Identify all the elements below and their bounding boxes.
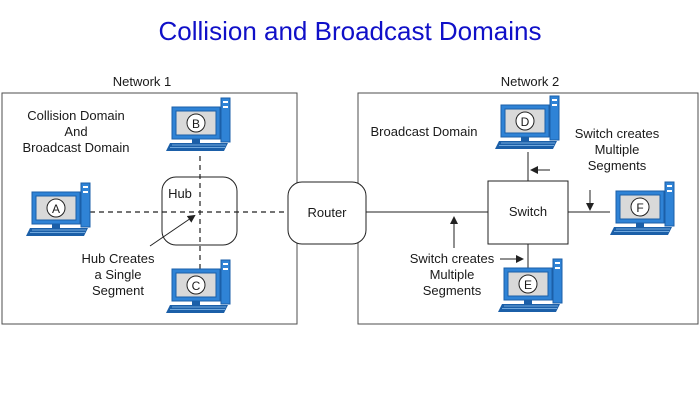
broadcast-domain-label-n1: Broadcast Domain bbox=[23, 140, 130, 155]
computer-f-label: F bbox=[636, 201, 643, 215]
computer-a: A bbox=[25, 182, 91, 237]
router-label: Router bbox=[307, 205, 347, 220]
switch-note-bottom-line2: Multiple bbox=[430, 267, 475, 282]
switch-note-right-line2: Multiple bbox=[595, 142, 640, 157]
computer-c: C bbox=[165, 259, 231, 314]
computer-b-label: B bbox=[192, 117, 200, 131]
hub-box bbox=[161, 176, 238, 246]
switch-box bbox=[487, 180, 569, 245]
hub-note-line1: Hub Creates bbox=[82, 251, 155, 266]
switch-note-bottom-line1: Switch creates bbox=[410, 251, 495, 266]
broadcast-domain-label-n2: Broadcast Domain bbox=[371, 124, 478, 139]
switch-label: Switch bbox=[509, 204, 547, 219]
router-box bbox=[287, 181, 367, 245]
collision-domain-label: Collision Domain bbox=[27, 108, 125, 123]
computer-e-label: E bbox=[524, 278, 532, 292]
and-label: And bbox=[64, 124, 87, 139]
network2-label: Network 2 bbox=[501, 74, 560, 89]
computer-a-label: A bbox=[52, 202, 60, 216]
computer-d-label: D bbox=[521, 115, 530, 129]
network1-label: Network 1 bbox=[113, 74, 172, 89]
computer-c-label: C bbox=[192, 279, 201, 293]
hub-note-arrow bbox=[149, 214, 196, 247]
computer-d: D bbox=[494, 95, 560, 150]
computer-b: B bbox=[165, 97, 231, 152]
switch-note-right-line3: Segments bbox=[588, 158, 647, 173]
computer-f: F bbox=[609, 181, 675, 236]
hub-label: Hub bbox=[168, 186, 192, 201]
hub-note-line2: a Single bbox=[95, 267, 142, 282]
computer-e: E bbox=[497, 258, 563, 313]
page-title: Collision and Broadcast Domains bbox=[159, 16, 542, 46]
switch-note-right-line1: Switch creates bbox=[575, 126, 660, 141]
hub-note-line3: Segment bbox=[92, 283, 144, 298]
switch-note-bottom-line3: Segments bbox=[423, 283, 482, 298]
